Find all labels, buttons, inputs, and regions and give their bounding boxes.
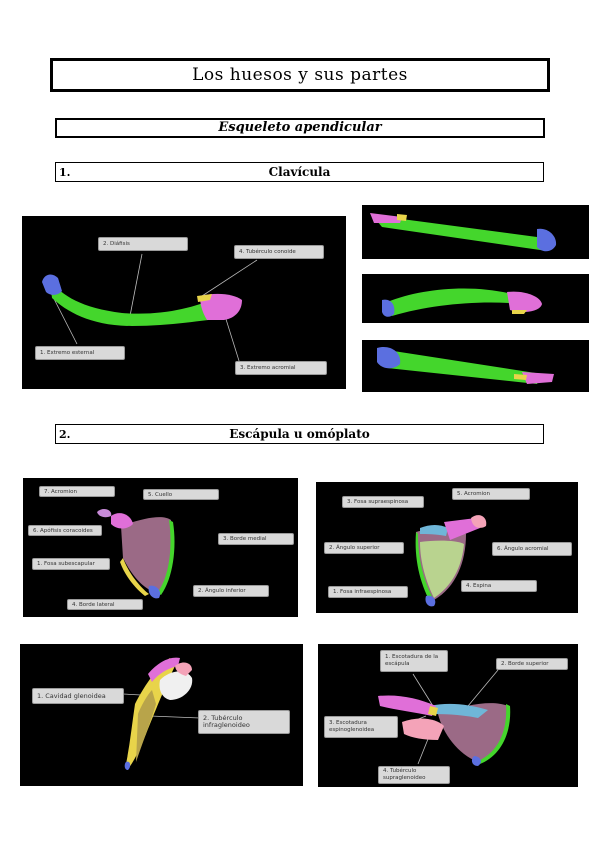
section-header-escapula: 2. Escápula u omóplato: [55, 424, 544, 444]
label-cuello: 5. Cuello: [143, 489, 219, 500]
scapula-superior-image: 1. Escotadura de la escápula 2. Borde su…: [318, 644, 578, 787]
label-borde-superior: 2. Borde superior: [496, 658, 568, 670]
scapula-illustration: [378, 669, 511, 766]
label-angulo-inferior: 2. Ángulo inferior: [193, 585, 269, 597]
section-number: 1.: [59, 166, 71, 179]
label-escotadura-escapula: 1. Escotadura de la escápula: [380, 650, 448, 672]
label-cavidad-glenoidea: 1. Cavidad glenoidea: [32, 688, 124, 704]
clavicle-view-2: [362, 274, 589, 323]
section-name: Escápula u omóplato: [229, 427, 370, 441]
scapula-illustration: [97, 509, 175, 599]
section-name: Clavícula: [268, 165, 331, 179]
label-fosa-subescapular: 1. Fosa subescapular: [32, 558, 110, 570]
label-tuberculo-infraglenoideo: 2. Tubérculo infraglenoideo: [198, 710, 290, 734]
label-tuberculo-conoide: 4. Tubérculo conoide: [234, 245, 324, 259]
clavicle-illustration: [382, 288, 542, 317]
label-escotadura-espinoglenoidea: 3. Escotadura espinoglenoidea: [324, 716, 398, 738]
clavicle-view-3: [362, 340, 589, 392]
page-title: Los huesos y sus partes: [50, 58, 550, 92]
label-borde-lateral: 4. Borde lateral: [67, 599, 143, 610]
label-angulo-superior: 2. Ángulo superior: [324, 542, 404, 554]
clavicle-illustration: [370, 213, 557, 252]
section-header-clavicula: 1. Clavícula: [55, 162, 544, 182]
label-espina: 4. Espina: [461, 580, 537, 592]
section-number: 2.: [59, 428, 71, 441]
label-fosa-supraespinosa: 3. Fosa supraespinosa: [342, 496, 424, 508]
scapula-illustration: [122, 657, 201, 770]
scapula-lateral-image: 1. Cavidad glenoidea 2. Tubérculo infrag…: [20, 644, 303, 786]
label-apofisis-coracoides: 6. Apófisis coracoides: [28, 525, 102, 536]
clavicle-illustration: [377, 346, 554, 384]
label-acromion: 7. Acromion: [39, 486, 115, 497]
clavicle-view-1: [362, 205, 589, 259]
label-extremo-acromial: 3. Extremo acromial: [235, 361, 327, 375]
clavicle-illustration: [42, 253, 258, 365]
clavicle-main-image: 2. Diáfisis 4. Tubérculo conoide 1. Extr…: [22, 216, 346, 389]
scapula-posterior-image: 3. Fosa supraespinosa 5. Acromion 2. Áng…: [316, 482, 578, 613]
scapula-anterior-image: 7. Acromion 5. Cuello 6. Apófisis coraco…: [23, 478, 298, 617]
label-extremo-esternal: 1. Extremo esternal: [35, 346, 125, 360]
scapula-illustration: [415, 515, 487, 607]
section-subtitle: Esqueleto apendicular: [55, 118, 545, 138]
label-fosa-infraespinosa: 1. Fosa infraespinosa: [328, 586, 408, 598]
label-borde-medial: 3. Borde medial: [218, 533, 294, 545]
label-angulo-acromial: 6. Ángulo acromial: [492, 542, 572, 556]
label-acromion: 5. Acromion: [452, 488, 530, 500]
label-diafisis: 2. Diáfisis: [98, 237, 188, 251]
label-tuberculo-supraglenoideo: 4. Tubérculo supraglenoideo: [378, 766, 450, 784]
